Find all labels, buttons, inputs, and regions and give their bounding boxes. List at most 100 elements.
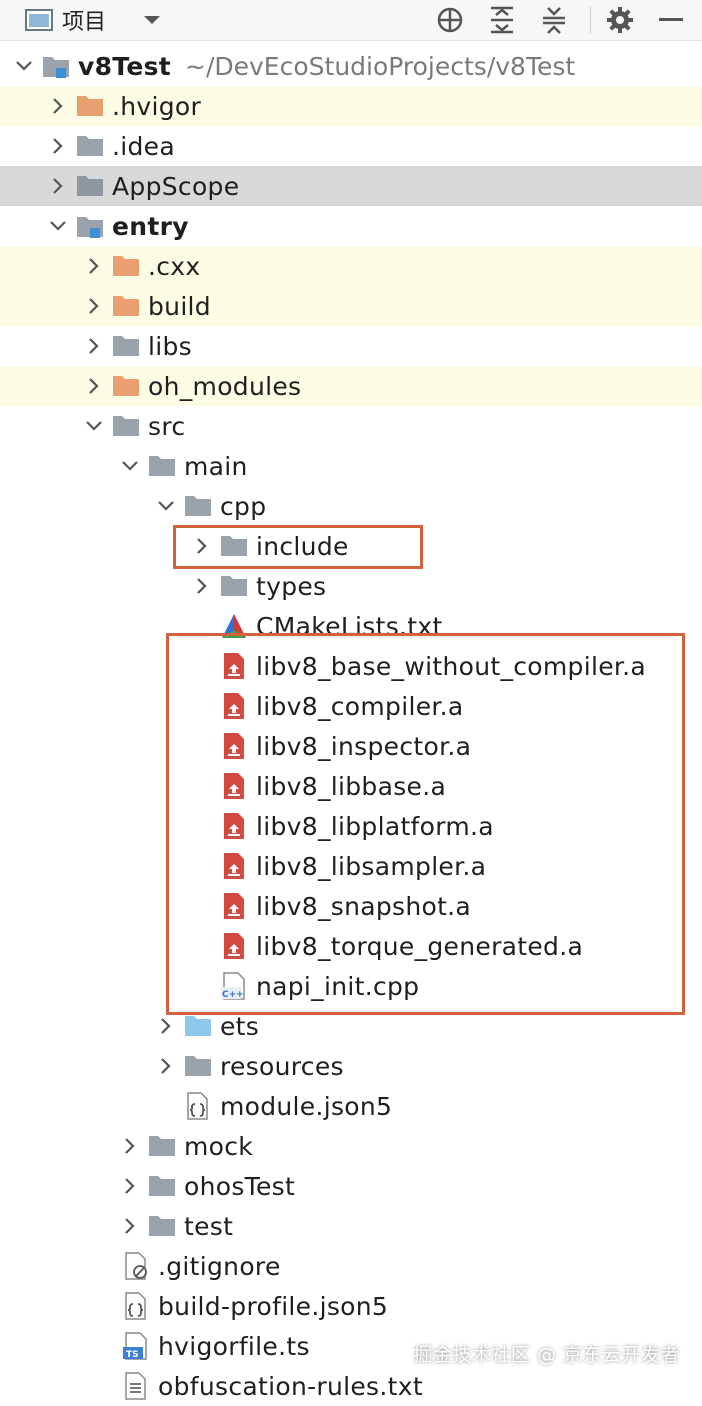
tree-row-lib-file[interactable]: libv8_libbase.a	[0, 766, 702, 806]
project-view-icon[interactable]	[22, 0, 56, 40]
chevron-right-icon[interactable]	[82, 286, 106, 326]
tree-row-gitignore[interactable]: .gitignore	[0, 1246, 702, 1286]
tree-item-label: libv8_libsampler.a	[256, 851, 487, 881]
tree-row-lib-file[interactable]: libv8_base_without_compiler.a	[0, 646, 702, 686]
tree-row-appscope[interactable]: AppScope	[0, 166, 702, 206]
tree-item-label: types	[256, 571, 327, 601]
chevron-right-icon[interactable]	[154, 1006, 178, 1046]
chevron-down-icon[interactable]	[138, 0, 166, 40]
chevron-right-icon[interactable]	[46, 126, 70, 166]
chevron-down-icon[interactable]	[46, 206, 70, 246]
tree-row-lib-file[interactable]: libv8_torque_generated.a	[0, 926, 702, 966]
archive-file-icon	[220, 732, 248, 760]
folder-icon	[220, 572, 248, 600]
folder-icon	[148, 1172, 176, 1200]
expand-all-icon[interactable]	[484, 0, 520, 40]
tree-item-label: .idea	[112, 131, 175, 161]
tree-row-obfuscation[interactable]: obfuscation-rules.txt	[0, 1366, 702, 1406]
chevron-right-icon[interactable]	[190, 526, 214, 566]
toolbar-divider	[590, 6, 591, 34]
chevron-right-icon[interactable]	[46, 86, 70, 126]
crosshair-icon[interactable]	[432, 0, 468, 40]
tree-row-build-profile[interactable]: build-profile.json5	[0, 1286, 702, 1326]
tree-item-label: oh_modules	[148, 371, 302, 401]
archive-file-icon	[220, 692, 248, 720]
tree-row-ohostest[interactable]: ohosTest	[0, 1166, 702, 1206]
folder-icon	[76, 92, 104, 120]
chevron-right-icon[interactable]	[46, 166, 70, 206]
tree-row-test[interactable]: test	[0, 1206, 702, 1246]
typescript-file-icon: TS	[122, 1332, 150, 1360]
chevron-right-icon[interactable]	[82, 366, 106, 406]
minimize-icon[interactable]	[654, 0, 688, 40]
gear-icon[interactable]	[602, 0, 638, 40]
tree-row-oh-modules[interactable]: oh_modules	[0, 366, 702, 406]
tree-item-label: entry	[112, 211, 189, 241]
tree-row-lib-file[interactable]: libv8_compiler.a	[0, 686, 702, 726]
tree-row-hvigor[interactable]: .hvigor	[0, 86, 702, 126]
tree-row-src[interactable]: src	[0, 406, 702, 446]
collapse-all-icon[interactable]	[536, 0, 572, 40]
chevron-right-icon[interactable]	[118, 1166, 142, 1206]
chevron-down-icon[interactable]	[118, 446, 142, 486]
chevron-right-icon[interactable]	[118, 1206, 142, 1246]
folder-icon	[184, 492, 212, 520]
tree-row-idea[interactable]: .idea	[0, 126, 702, 166]
archive-file-icon	[220, 932, 248, 960]
tree-row-napi-init[interactable]: C++ napi_init.cpp	[0, 966, 702, 1006]
tree-row-mock[interactable]: mock	[0, 1126, 702, 1166]
source-folder-icon	[184, 1012, 212, 1040]
tree-row-lib-file[interactable]: libv8_snapshot.a	[0, 886, 702, 926]
chevron-down-icon[interactable]	[82, 406, 106, 446]
chevron-right-icon[interactable]	[82, 326, 106, 366]
tree-row-ets[interactable]: ets	[0, 1006, 702, 1046]
tree-item-label: build	[148, 291, 211, 321]
chevron-down-icon[interactable]	[12, 46, 36, 86]
archive-file-icon	[220, 652, 248, 680]
cmake-icon	[220, 612, 248, 640]
ignore-file-icon	[122, 1252, 150, 1280]
tree-row-include[interactable]: include	[0, 526, 702, 566]
tree-item-label: AppScope	[112, 171, 240, 201]
tree-row-resources[interactable]: resources	[0, 1046, 702, 1086]
tree-item-label: module.json5	[220, 1091, 393, 1121]
project-name: v8Test	[78, 51, 172, 81]
tree-item-label: main	[184, 451, 248, 481]
tree-row-lib-file[interactable]: libv8_libplatform.a	[0, 806, 702, 846]
folder-icon	[76, 172, 104, 200]
tree-row-cmakelists[interactable]: CMakeLists.txt	[0, 606, 702, 646]
chevron-down-icon[interactable]	[154, 486, 178, 526]
tree-row-types[interactable]: types	[0, 566, 702, 606]
tree-row-module-json[interactable]: module.json5	[0, 1086, 702, 1126]
archive-file-icon	[220, 892, 248, 920]
tree-row-hvigorfile[interactable]: TS hvigorfile.ts	[0, 1326, 702, 1366]
folder-icon	[76, 132, 104, 160]
chevron-right-icon[interactable]	[118, 1126, 142, 1166]
chevron-right-icon[interactable]	[190, 566, 214, 606]
tree-row-cpp[interactable]: cpp	[0, 486, 702, 526]
cpp-badge-text: C++	[222, 990, 244, 1000]
chevron-right-icon[interactable]	[154, 1046, 178, 1086]
cpp-file-icon: C++	[220, 972, 248, 1000]
tree-item-label: CMakeLists.txt	[256, 611, 443, 641]
tree-row-lib-file[interactable]: libv8_inspector.a	[0, 726, 702, 766]
tree-row-project-root[interactable]: v8Test ~/DevEcoStudioProjects/v8Test	[0, 46, 702, 86]
tree-row-cxx[interactable]: .cxx	[0, 246, 702, 286]
tree-item-label: .hvigor	[112, 91, 202, 121]
tree-row-main[interactable]: main	[0, 446, 702, 486]
archive-file-icon	[220, 852, 248, 880]
tree-item-label: cpp	[220, 491, 267, 521]
folder-icon	[184, 1052, 212, 1080]
tree-item-label: libv8_compiler.a	[256, 691, 464, 721]
tree-row-libs[interactable]: libs	[0, 326, 702, 366]
tree-item-label: src	[148, 411, 186, 441]
tree-row-entry[interactable]: entry	[0, 206, 702, 246]
project-view-title[interactable]: 项目	[62, 10, 107, 35]
tree-row-build[interactable]: build	[0, 286, 702, 326]
tree-item-label: napi_init.cpp	[256, 971, 420, 1001]
chevron-right-icon[interactable]	[82, 246, 106, 286]
tree-item-label: obfuscation-rules.txt	[158, 1371, 423, 1401]
module-folder-icon	[76, 212, 104, 240]
tree-row-lib-file[interactable]: libv8_libsampler.a	[0, 846, 702, 886]
folder-icon	[220, 532, 248, 560]
